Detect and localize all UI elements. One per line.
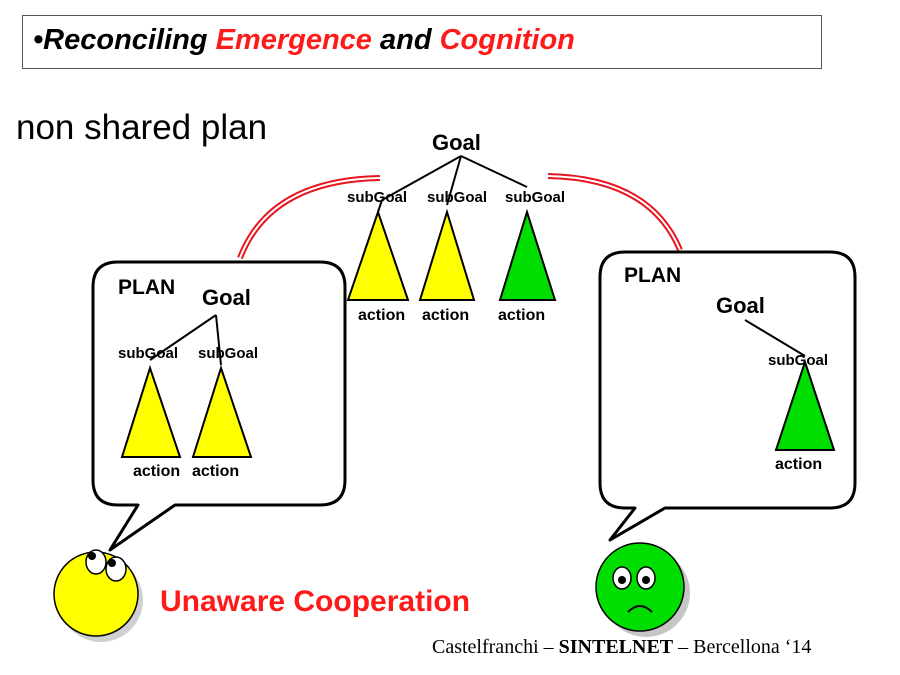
right-action-triangle <box>774 358 836 451</box>
shared-subgoal-3: subGoal <box>505 189 566 206</box>
left-goal-label: Goal <box>202 285 251 310</box>
shared-action-triangle-1 <box>346 208 410 301</box>
slide-title: •Reconciling Emergence and Cognition <box>33 24 575 57</box>
left-tree-lines <box>149 314 222 366</box>
shared-goal-label: Goal <box>432 130 481 155</box>
subtitle: non shared plan <box>16 108 268 147</box>
shared-subgoal-2: subGoal <box>427 189 488 206</box>
shared-subgoal-1: subGoal <box>347 189 408 206</box>
right-tree-lines <box>744 319 806 357</box>
unaware-cooperation-caption: Unaware Cooperation <box>160 585 471 618</box>
title-part2: and <box>371 24 440 56</box>
shared-action-3: action <box>498 307 546 324</box>
shared-action-2: action <box>422 307 470 324</box>
left-action-triangle-2 <box>191 364 253 458</box>
right-speech-bubble <box>598 250 857 542</box>
footer-credit: Castelfranchi – SINTELNET – Bercellona ‘… <box>432 636 811 659</box>
left-plan-label: PLAN <box>118 276 176 299</box>
shared-action-triangle-2 <box>418 208 476 301</box>
left-subgoal-2: subGoal <box>198 345 259 362</box>
left-action-1: action <box>133 463 181 480</box>
title-emergence: Emergence <box>215 24 372 56</box>
title-box: •Reconciling Emergence and Cognition <box>22 15 822 69</box>
right-red-link <box>547 173 683 252</box>
footer-author: Castelfranchi – <box>432 636 559 658</box>
title-cognition: Cognition <box>439 24 575 56</box>
shared-action-triangle-3 <box>498 208 557 301</box>
title-bullet: • <box>33 24 44 56</box>
right-plan-label: PLAN <box>624 264 682 287</box>
footer-project: SINTELNET <box>558 636 674 658</box>
left-action-2: action <box>192 463 240 480</box>
shared-tree-lines <box>377 155 528 213</box>
right-action-1: action <box>775 456 823 473</box>
green-face-icon <box>595 542 690 637</box>
left-subgoal-1: subGoal <box>118 345 179 362</box>
left-action-triangle-1 <box>120 364 182 458</box>
right-subgoal-1: subGoal <box>768 352 829 369</box>
left-red-link <box>237 175 381 260</box>
shared-action-1: action <box>358 307 406 324</box>
right-goal-label: Goal <box>716 293 765 318</box>
yellow-face-icon <box>53 549 143 642</box>
title-part1: Reconciling <box>43 24 216 56</box>
footer-place: – Bercellona ‘14 <box>673 636 812 658</box>
